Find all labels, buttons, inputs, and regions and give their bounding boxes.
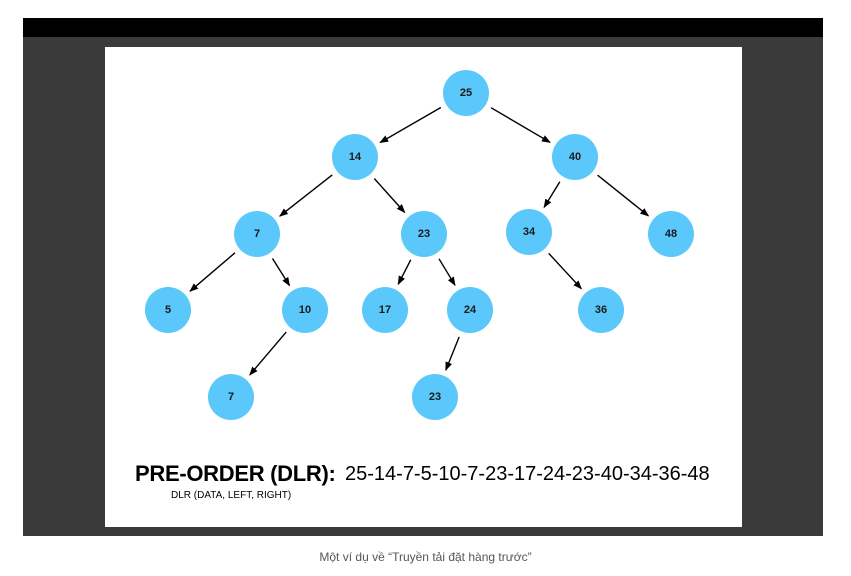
binary-tree-diagram: 25 14 40 7 23 34 48 5 10 17 24 36 7 23 xyxy=(145,70,694,420)
node-circle xyxy=(552,134,598,180)
edge-arrow-n24-n23b xyxy=(445,336,460,372)
tree-node-n34: 34 xyxy=(506,209,552,255)
node-label: 34 xyxy=(523,226,536,238)
node-circle xyxy=(145,287,191,333)
node-circle xyxy=(332,134,378,180)
tree-node-n17: 17 xyxy=(362,287,408,333)
node-circle xyxy=(648,211,694,257)
edge-arrow-n10-n7b xyxy=(249,331,287,376)
edge-arrow-n25-n14 xyxy=(379,106,442,144)
edge-arrow-n40-n34 xyxy=(543,181,561,209)
node-label: 23 xyxy=(429,391,441,403)
slide: 25 14 40 7 23 34 48 5 10 17 24 36 7 23 PRE-ORDER (DLR… xyxy=(105,47,742,527)
tree-node-n10: 10 xyxy=(282,287,328,333)
node-circle xyxy=(401,211,447,257)
tree-node-n7a: 7 xyxy=(234,211,280,257)
edge-arrow-n23a-n17 xyxy=(397,259,412,286)
node-label: 7 xyxy=(228,391,234,403)
tree-node-n36: 36 xyxy=(578,287,624,333)
traversal-note: DLR (DATA, LEFT, RIGHT) xyxy=(171,490,292,501)
node-label: 36 xyxy=(595,304,607,316)
node-label: 5 xyxy=(165,304,171,316)
tree-node-n40: 40 xyxy=(552,134,598,180)
edge-arrow-n7a-n5 xyxy=(189,252,236,292)
node-circle xyxy=(578,287,624,333)
traversal-label: PRE-ORDER (DLR): xyxy=(135,461,336,486)
edge-arrow-n7a-n10 xyxy=(271,258,291,287)
tree-node-n48: 48 xyxy=(648,211,694,257)
node-label: 40 xyxy=(569,151,581,163)
node-circle xyxy=(447,287,493,333)
node-label: 25 xyxy=(460,87,472,99)
tree-node-n5: 5 xyxy=(145,287,191,333)
node-label: 23 xyxy=(418,228,430,240)
edge-arrow-n14-n23a xyxy=(373,178,406,214)
edge-arrow-n14-n7a xyxy=(279,174,333,217)
tree-node-n23a: 23 xyxy=(401,211,447,257)
tree-node-n14: 14 xyxy=(332,134,378,180)
node-label: 17 xyxy=(379,304,391,316)
node-label: 7 xyxy=(254,228,260,240)
edge-arrow-n40-n48 xyxy=(597,174,650,217)
node-circle xyxy=(412,374,458,420)
node-label: 48 xyxy=(665,228,677,240)
tree-node-n24: 24 xyxy=(447,287,493,333)
image-caption: Một ví dụ về “Truyền tải đặt hàng trước” xyxy=(319,550,532,564)
edge-arrow-n34-n36 xyxy=(548,252,583,290)
node-circle xyxy=(443,70,489,116)
node-label: 24 xyxy=(464,304,477,316)
node-label: 14 xyxy=(349,151,362,163)
node-circle xyxy=(362,287,408,333)
tree-node-n7b: 7 xyxy=(208,374,254,420)
frame-top-bar xyxy=(23,18,823,37)
node-circle xyxy=(234,211,280,257)
edge-arrow-n23a-n24 xyxy=(438,258,456,287)
image-frame: 25 14 40 7 23 34 48 5 10 17 24 36 7 23 PRE-ORDER (DLR… xyxy=(23,18,823,536)
node-circle xyxy=(506,209,552,255)
edge-arrow-n25-n40 xyxy=(490,107,551,143)
node-label: 10 xyxy=(299,304,311,316)
node-circle xyxy=(208,374,254,420)
tree-node-n25: 25 xyxy=(443,70,489,116)
traversal-sequence: 25-14-7-5-10-7-23-17-24-23-40-34-36-48 xyxy=(345,463,710,485)
tree-node-n23b: 23 xyxy=(412,374,458,420)
node-circle xyxy=(282,287,328,333)
